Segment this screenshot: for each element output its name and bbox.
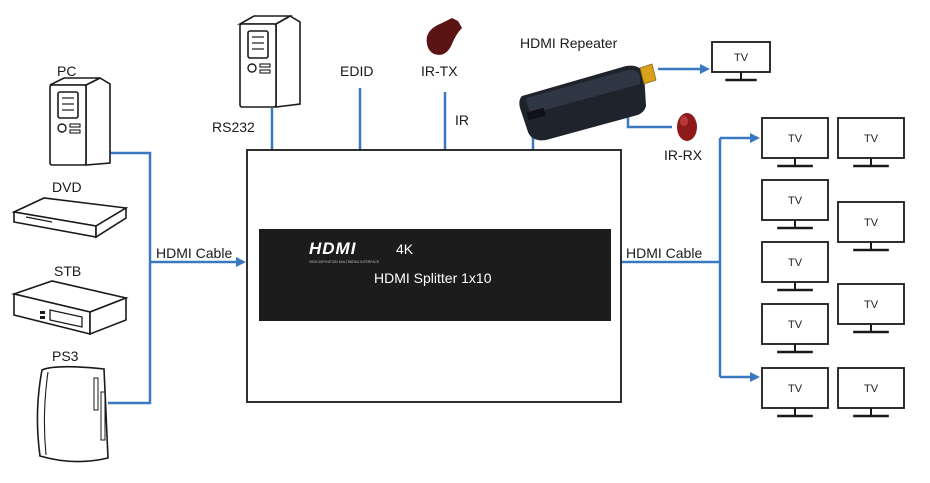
resolution-label: 4K: [396, 241, 414, 257]
wire-pc: [108, 151, 152, 262]
edid-label: EDID: [340, 63, 373, 79]
tv-screen: [761, 367, 829, 409]
tv-10: TV: [837, 367, 905, 418]
hdmi-cable-output-label: HDMI Cable: [626, 245, 702, 261]
tv-label: TV: [788, 195, 803, 207]
tv-label: TV: [864, 299, 879, 311]
hdmi-logo-tagline: HIGH-DEFINITION MULTIMEDIA INTERFACE: [309, 260, 380, 264]
splitter-front-panel: [259, 229, 611, 321]
hdmi-logo: HDMI: [309, 239, 357, 258]
tv-6: TV: [761, 241, 829, 292]
pc-drive: [57, 91, 79, 119]
stb-device: STB: [11, 263, 129, 336]
tv-label: TV: [788, 133, 803, 145]
product-label: HDMI Splitter 1x10: [374, 270, 492, 286]
hdmi-cable-input-label: HDMI Cable: [156, 245, 232, 261]
ir-tx-label: IR-TX: [421, 63, 458, 79]
tv-7: TV: [837, 283, 905, 334]
tv-screen: [761, 303, 829, 345]
output-top-arrowhead: [750, 133, 760, 143]
tv-label: TV: [864, 133, 879, 145]
tv-3: TV: [837, 117, 905, 168]
tv-1: TV: [711, 41, 771, 82]
tv-label: TV: [864, 217, 879, 229]
tv-label: TV: [788, 257, 803, 269]
rs232-pc-side: [275, 15, 301, 108]
pc-device: PC: [49, 63, 111, 166]
input-arrowhead: [236, 257, 246, 267]
tv-screen: [837, 117, 905, 159]
hdmi-splitter-unit: HDMI HIGH-DEFINITION MULTIMEDIA INTERFAC…: [246, 149, 622, 403]
repeater-plug: [639, 63, 657, 85]
dvd-device: DVD: [11, 179, 129, 239]
tv-screen: [761, 179, 829, 221]
ir-rx-sensor: IR-RX: [664, 113, 703, 163]
tv-displays: TV TV TV TV TV TV TV TV TV TV: [711, 41, 905, 418]
tv-label: TV: [734, 52, 749, 64]
tv-screen: [761, 117, 829, 159]
tv-8: TV: [761, 303, 829, 354]
dvd-label: DVD: [52, 179, 82, 195]
hdmi-repeater-device: HDMI Repeater: [519, 35, 657, 141]
ir-tx-sensor: IR-TX IR: [421, 18, 469, 128]
pc-side: [85, 77, 111, 166]
tv-screen: [711, 41, 771, 73]
tv-4: TV: [761, 179, 829, 230]
hdmi-repeater-label: HDMI Repeater: [520, 35, 618, 51]
ir-rx-icon: [677, 113, 697, 141]
stb-label: STB: [54, 263, 81, 279]
dvd-side: [95, 206, 127, 239]
ir-label: IR: [455, 112, 469, 128]
tv-9: TV: [761, 367, 829, 418]
ps3-device: PS3: [36, 348, 109, 463]
ps3-body: [36, 365, 109, 463]
tv-5: TV: [837, 201, 905, 252]
rs232-control-pc: RS232: [212, 15, 301, 135]
ir-rx-label: IR-RX: [664, 147, 703, 163]
tv-label: TV: [788, 383, 803, 395]
wire-ps3: [108, 262, 152, 405]
tv-label: TV: [788, 319, 803, 331]
rs232-label: RS232: [212, 119, 255, 135]
stb-side: [89, 296, 127, 336]
tv-2: TV: [761, 117, 829, 168]
ps3-label: PS3: [52, 348, 79, 364]
ir-tx-icon: [426, 18, 462, 55]
pc-label: PC: [57, 63, 76, 79]
tv-screen: [837, 283, 905, 325]
repeater-tv-arrowhead: [700, 64, 710, 74]
tv-label: TV: [864, 383, 879, 395]
tv-screen: [837, 201, 905, 243]
output-bottom-arrowhead: [750, 372, 760, 382]
